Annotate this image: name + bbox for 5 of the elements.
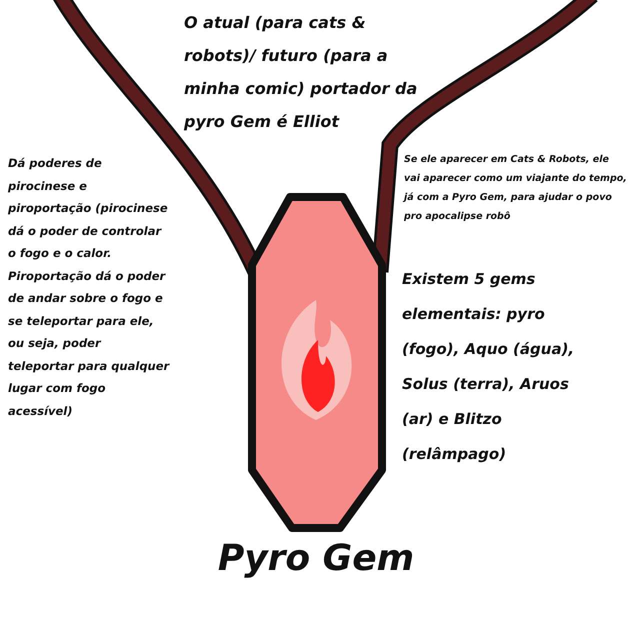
note-text: Existem 5 gems elementais: pyro (fogo), Aquo (água), Solus (terra), Aruos (ar) e Blitzo (relâmpago): [402, 269, 576, 465]
caption: Pyro Gem: [216, 537, 416, 581]
note-text: O atual (para cats & robots)/ futuro (para a minha comic) portador da pyro Gem é Elliot: [184, 12, 418, 133]
note-text: Se ele aparecer em Cats & Robots, ele vai aparecer como um viajante do tempo, já com a Pyro Gem, para ajudar o povo pro apocalipse robô: [404, 153, 628, 224]
note-text: Dá poderes de pirocinese e piroportação (pirocinese dá o poder de controlar o fogo e o calor. Piroportação dá o poder de andar sobre o fogo e se teleportar para ele, ou seja, poder teleportar para qualquer lugar com fogo acessível): [8, 155, 170, 420]
